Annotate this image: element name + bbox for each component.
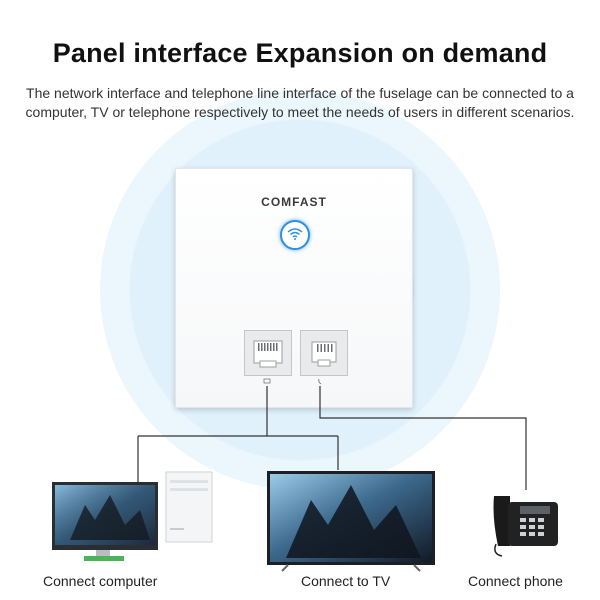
connect-tv-label: Connect to TV — [301, 573, 391, 589]
connect-computer-label: Connect computer — [43, 573, 158, 589]
telephone-icon — [493, 496, 558, 557]
wall-panel-router: COMFAST — [175, 168, 413, 408]
phone-icon — [318, 378, 322, 385]
brand-logo: COMFAST — [261, 195, 327, 209]
wifi-button[interactable] — [280, 220, 310, 250]
page-description: The network interface and telephone line… — [25, 85, 575, 120]
tv-icon — [267, 471, 435, 572]
connect-phone-label: Connect phone — [468, 573, 563, 589]
monitor-icon — [263, 378, 271, 384]
phone-port[interactable] — [300, 330, 348, 376]
computer-icon — [52, 471, 213, 561]
page-title: Panel interface Expansion on demand — [52, 38, 548, 68]
lan-port[interactable] — [244, 330, 292, 376]
wifi-icon — [287, 228, 303, 240]
